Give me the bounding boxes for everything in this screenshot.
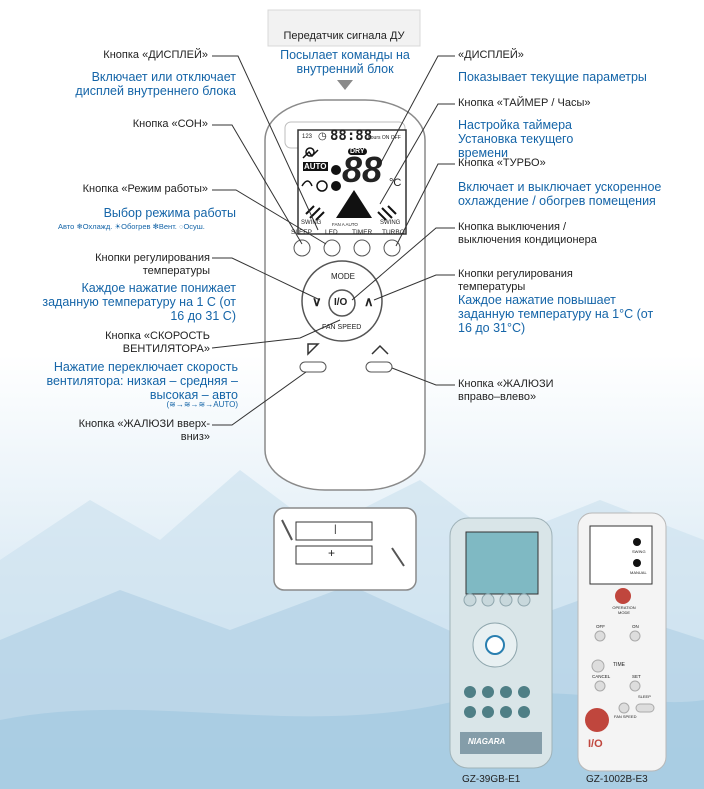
model2-manual-label: MANUAL bbox=[630, 570, 647, 575]
callout-turbo-desc: Включает и выключает ускоренное охлажден… bbox=[458, 180, 662, 208]
fan-mid-icon: ≋ bbox=[183, 400, 191, 409]
sleep-label: SLEEP bbox=[291, 229, 312, 236]
battery-minus-label: | bbox=[334, 524, 337, 535]
down-arrow-icon bbox=[337, 80, 353, 90]
model2-power-button[interactable] bbox=[585, 708, 609, 732]
model2-opmode-label: OPERATION MODE bbox=[612, 605, 636, 615]
swing-leftright-button[interactable] bbox=[365, 361, 393, 373]
callout-mode-label: Кнопка «Режим работы» bbox=[82, 183, 208, 195]
led-label: LED bbox=[325, 229, 338, 236]
mode-dry: Осуш. bbox=[183, 222, 205, 231]
turbo-label: TURBO bbox=[382, 229, 405, 236]
model2-fanspeed-label: FAN SPEED bbox=[614, 714, 637, 719]
callout-power-label: Кнопка выключения / выключения кондицион… bbox=[458, 221, 597, 246]
mode-heat: Обогрев bbox=[121, 222, 151, 231]
fan-sequence: (≋→≋→≋→AUTO) bbox=[166, 400, 238, 409]
power-button[interactable] bbox=[328, 289, 356, 317]
mode-label: MODE bbox=[331, 272, 355, 281]
callout-temp-up-label: Кнопки регулирования температуры bbox=[458, 268, 573, 293]
temp-up-button[interactable]: ∧ bbox=[364, 294, 374, 309]
timer-button[interactable] bbox=[353, 239, 371, 257]
model1-brand: NIAGARA bbox=[468, 737, 506, 746]
mode-fan: Вент. bbox=[158, 222, 177, 231]
sun-icon: ☀ bbox=[114, 222, 122, 231]
callout-display-desc: Включает или отключает дисплей внутренне… bbox=[75, 70, 236, 98]
swing-updown-button[interactable] bbox=[299, 361, 327, 373]
clock-icon: ◷ bbox=[318, 131, 327, 142]
model2-power-label: I/O bbox=[588, 738, 603, 750]
swing-leftright-icon bbox=[371, 344, 389, 355]
callout-temp-up-desc: Каждое нажатие повышает заданную темпера… bbox=[458, 293, 654, 335]
transmitter-title: Передатчик сигнала ДУ bbox=[283, 30, 405, 42]
transmitter-desc: Посылает команды на внутренний блок bbox=[280, 48, 410, 76]
timer-label: TIMER bbox=[352, 229, 373, 236]
lcd-temperature: 88 bbox=[342, 149, 383, 190]
model2-on-label: ON bbox=[632, 624, 639, 629]
callout-temp-down-label: Кнопки регулирования температуры bbox=[95, 252, 210, 277]
top-tab bbox=[267, 9, 421, 47]
fan-low-icon: ≋ bbox=[169, 400, 176, 409]
turbo-button[interactable] bbox=[383, 239, 401, 257]
model2-time-label: TIME bbox=[613, 662, 625, 668]
swing-updown-icon bbox=[307, 343, 320, 356]
drop-icon: ◌ bbox=[178, 222, 184, 231]
model2-cancel-label: CANCEL bbox=[592, 674, 611, 679]
callout-timer-desc: Настройка таймера Установка текущего вре… bbox=[458, 118, 574, 160]
model2-swing-label: SWING bbox=[632, 549, 646, 554]
mode-cool: Охлажд. bbox=[82, 222, 113, 231]
lcd-swing-right: SWING bbox=[380, 220, 401, 226]
model1-name: GZ-39GB-E1 bbox=[462, 774, 521, 785]
power-label: I/O bbox=[334, 297, 348, 308]
battery-plus-label: + bbox=[328, 546, 336, 560]
model2-sleep-label: SLEEP bbox=[638, 694, 651, 699]
lcd-fan-auto: FAN A AUTO bbox=[332, 222, 358, 227]
snowflake-icon: ❄ bbox=[76, 222, 83, 231]
callout-timer-label: Кнопка «ТАЙМЕР / Часы» bbox=[458, 97, 591, 109]
model2-set-label: SET bbox=[632, 674, 641, 679]
callout-turbo-label: Кнопка «ТУРБО» bbox=[458, 157, 546, 169]
callout-swing-updown-label: Кнопка «ЖАЛЮЗИ вверх-вниз» bbox=[78, 418, 210, 443]
mode-auto: Авто bbox=[58, 222, 75, 231]
fan-speed-label: FAN SPEED bbox=[322, 324, 362, 331]
fan-auto-label: AUTO bbox=[213, 400, 236, 409]
callout-fan-label: Кнопка «СКОРОСТЬ ВЕНТИЛЯТОРА» bbox=[105, 330, 210, 355]
mode-list: Авто ❄Охлажд. ☀Обогрев ✻Вент. ◌Осуш. bbox=[58, 222, 248, 231]
operation-mode-button[interactable] bbox=[615, 588, 631, 604]
fan-icon: ✻ bbox=[152, 222, 159, 231]
callout-right-display-label: «ДИСПЛЕЙ» bbox=[458, 49, 524, 61]
fan-high-icon: ≋ bbox=[198, 400, 206, 409]
lcd-swing-left: SWING bbox=[301, 220, 322, 226]
lcd-hours: hours ON OFF bbox=[368, 135, 401, 141]
lcd-dry: DRY bbox=[348, 148, 367, 155]
callout-temp-down-desc: Каждое нажатие понижает заданную темпера… bbox=[42, 281, 236, 323]
model2-off-label: OFF bbox=[596, 624, 605, 629]
led-button[interactable] bbox=[323, 239, 341, 257]
sleep-button[interactable] bbox=[293, 239, 311, 257]
lcd-counter: 123 bbox=[302, 134, 313, 140]
lcd-auto: AUTO bbox=[303, 162, 328, 171]
callout-sleep-label: Кнопка «СОН» bbox=[132, 118, 208, 130]
callout-fan-desc: Нажатие переключает скорость вентилятора… bbox=[46, 360, 238, 402]
lcd-unit: °C bbox=[389, 177, 402, 189]
callout-swing-leftright-label: Кнопка «ЖАЛЮЗИ вправо–влево» bbox=[458, 378, 554, 403]
model2-name: GZ-1002B-E3 bbox=[586, 774, 648, 785]
temp-down-button[interactable]: ∨ bbox=[312, 294, 322, 309]
model1-power-icon bbox=[485, 635, 505, 655]
lcd-time: 88:88 bbox=[330, 128, 373, 144]
callout-mode-desc: Выбор режима работы bbox=[103, 206, 236, 220]
callout-right-display-desc: Показывает текущие параметры bbox=[458, 70, 647, 84]
callout-display-label: Кнопка «ДИСПЛЕЙ» bbox=[103, 49, 208, 61]
